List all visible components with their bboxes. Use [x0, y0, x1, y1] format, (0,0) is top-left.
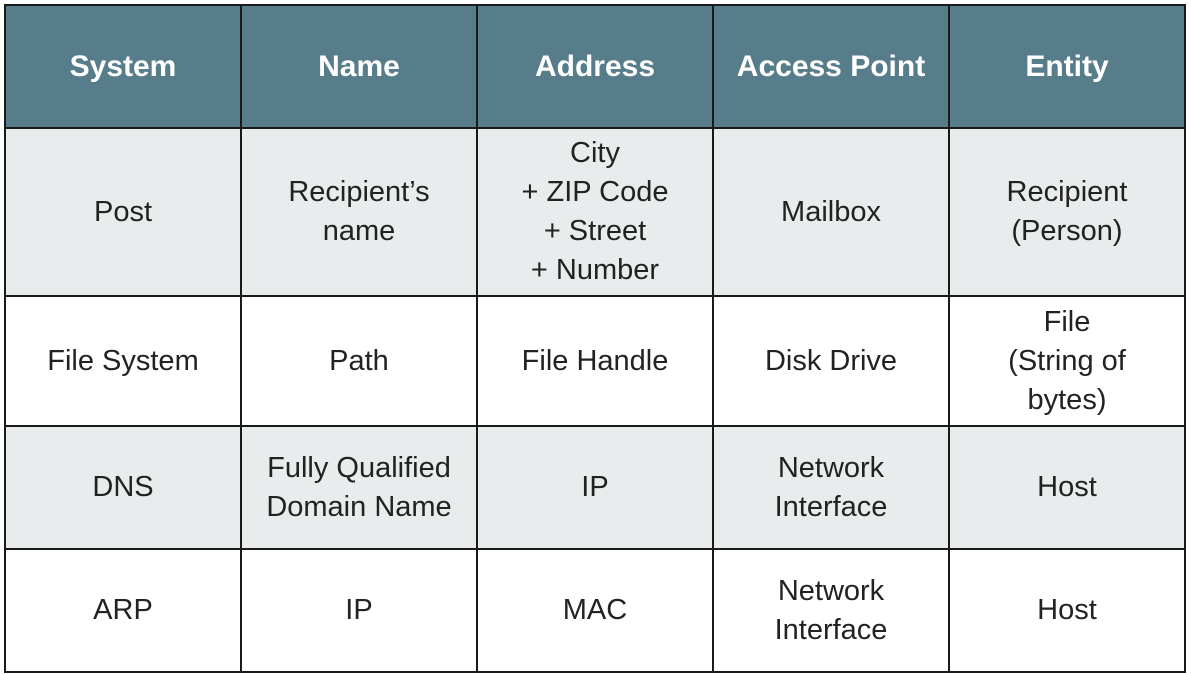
cell-entity: Host [948, 425, 1186, 550]
cell-system: ARP [4, 548, 242, 673]
table-row: File System Path File Handle Disk Drive … [4, 295, 1186, 427]
cell-name: Path [240, 295, 478, 427]
comparison-table-container: System Name Address Access Point Entity … [4, 4, 1186, 673]
header-name: Name [240, 4, 478, 129]
header-system: System [4, 4, 242, 129]
table-row: ARP IP MAC Network Interface Host [4, 548, 1186, 673]
cell-address: File Handle [476, 295, 714, 427]
cell-access-point: Network Interface [712, 425, 950, 550]
table-row: Post Recipient’s name City + ZIP Code + … [4, 127, 1186, 297]
cell-entity: File (String of bytes) [948, 295, 1186, 427]
cell-name: Recipient’s name [240, 127, 478, 297]
header-row: System Name Address Access Point Entity [4, 4, 1186, 129]
cell-address: City + ZIP Code + Street + Number [476, 127, 714, 297]
cell-name: IP [240, 548, 478, 673]
table-row: DNS Fully Qualified Domain Name IP Netwo… [4, 425, 1186, 550]
table-header: System Name Address Access Point Entity [4, 4, 1186, 129]
cell-name: Fully Qualified Domain Name [240, 425, 478, 550]
header-access-point: Access Point [712, 4, 950, 129]
cell-system: DNS [4, 425, 242, 550]
naming-systems-table: System Name Address Access Point Entity … [4, 4, 1186, 673]
cell-access-point: Mailbox [712, 127, 950, 297]
table-body: Post Recipient’s name City + ZIP Code + … [4, 127, 1186, 673]
cell-address: IP [476, 425, 714, 550]
cell-access-point: Network Interface [712, 548, 950, 673]
cell-entity: Recipient (Person) [948, 127, 1186, 297]
cell-system: File System [4, 295, 242, 427]
cell-access-point: Disk Drive [712, 295, 950, 427]
header-entity: Entity [948, 4, 1186, 129]
header-address: Address [476, 4, 714, 129]
cell-entity: Host [948, 548, 1186, 673]
cell-address: MAC [476, 548, 714, 673]
cell-system: Post [4, 127, 242, 297]
